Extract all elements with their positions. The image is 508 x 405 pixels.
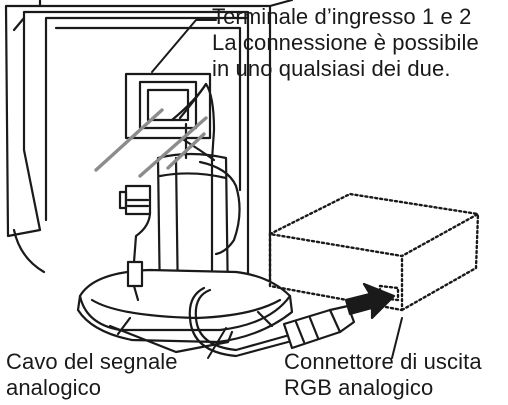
external-device [268, 192, 480, 312]
signal-cable-label-1: Cavo del segnale [6, 349, 178, 374]
output-connector-label-2: RGB analogico [284, 375, 434, 400]
monitor-back [4, 0, 294, 318]
vga-cable-left [118, 138, 241, 302]
input-terminal-callout: Terminale d’ingresso 1 e 2 La connession… [212, 4, 479, 82]
output-connector-callout: Connettore di uscita RGB analogico [284, 349, 482, 401]
output-connector-label-1: Connettore di uscita [284, 349, 482, 374]
terminal-area [124, 72, 212, 140]
input-terminal-label: Terminale d’ingresso 1 e 2 [212, 4, 472, 29]
leader-lines [151, 19, 403, 359]
vga-cable-floor [188, 286, 356, 358]
signal-cable-label-2: analogico [6, 375, 102, 400]
input-terminal-note-1: La connessione è possibile [212, 30, 479, 55]
input-terminal-note-2: in uno qualsiasi dei due. [212, 56, 451, 81]
signal-cable-callout: Cavo del segnale analogico [6, 349, 178, 401]
callout-leaders [94, 108, 208, 178]
